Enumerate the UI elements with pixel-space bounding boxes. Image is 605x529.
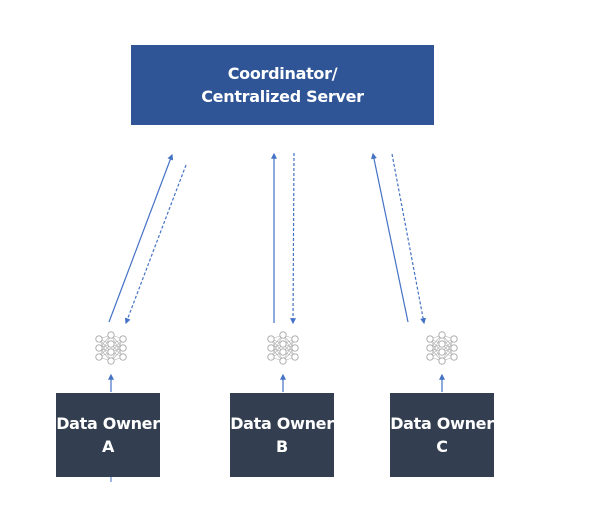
upload-arrow-a [108,153,174,323]
server-label-line1: Coordinator/ [227,63,338,83]
owner-b-label-line1: Data Owner [230,413,334,433]
neural-network-icon-a [95,331,127,365]
owner-b-label-line2: B [276,437,288,456]
data-owner-c-box: Data Owner C [390,393,494,477]
server-label-line2: Centralized Server [201,87,364,106]
download-arrow-c [391,153,427,325]
download-arrow-b [290,152,297,325]
upload-arrow-c [371,152,409,323]
data-owner-a-box: Data Owner A [56,393,160,477]
owner-c-label-line1: Data Owner [390,413,494,433]
neural-network-icon-c [426,331,458,365]
owner-c-label-line2: C [436,437,448,456]
neural-network-icon-b [267,331,299,365]
owner-a-label-line2: A [101,437,115,456]
download-arrow-a [124,164,187,325]
coordinator-server-box: Coordinator/ Centralized Server [131,45,434,125]
data-owner-b-box: Data Owner B [230,393,334,477]
owner-a-label-line1: Data Owner [56,413,160,433]
